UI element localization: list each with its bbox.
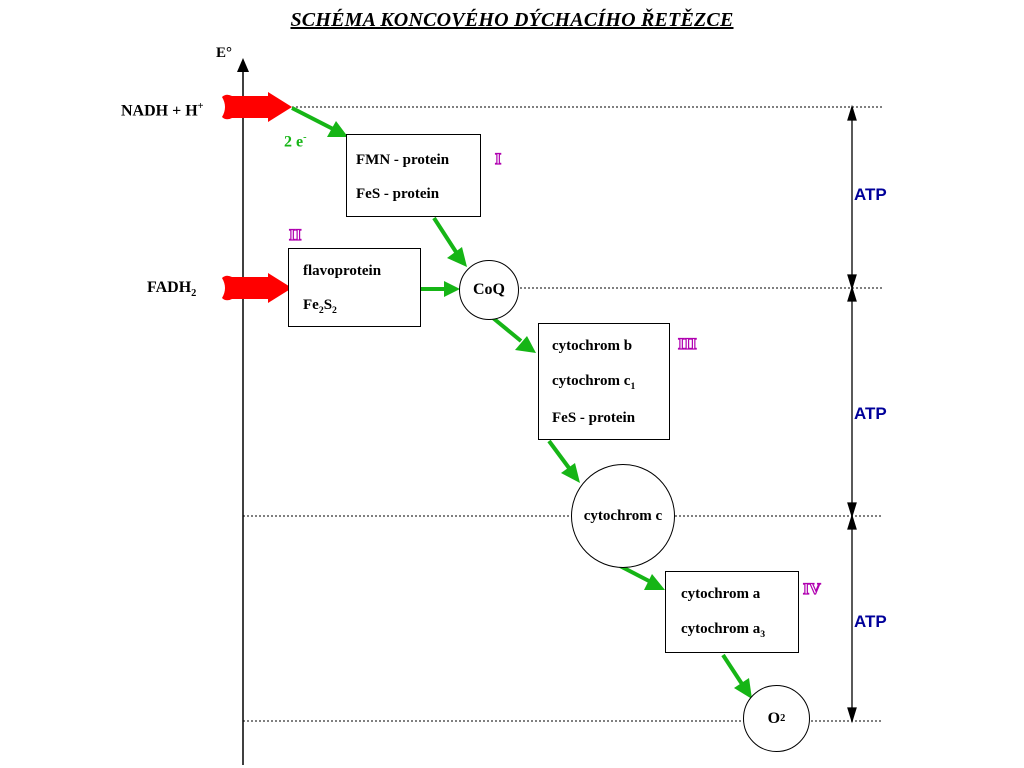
complex-ii-s-sub: 2: [332, 305, 337, 316]
diagram-title: SCHÉMA KONCOVÉHO DÝCHACÍHO ŘETĚZCE: [290, 9, 734, 31]
energy-axis-label: E°: [216, 45, 233, 61]
complex-ii-s: S: [323, 297, 333, 313]
nadh-superscript: +: [197, 101, 204, 112]
fadh-subscript: 2: [191, 288, 197, 300]
complex-iii-line2: cytochrom c1: [552, 374, 635, 392]
complex-iii-line3: FeS - protein: [552, 410, 636, 426]
arrow-complex-iii-to-cytc: [547, 439, 580, 483]
complex-iv-line1: cytochrom a: [681, 586, 761, 602]
complex-iii-numeral: III: [677, 336, 697, 353]
complex-iv-a3-sub: 3: [760, 629, 766, 640]
arrow-complex-i-to-coq: [432, 216, 467, 267]
complex-ii-numeral: II: [288, 227, 302, 244]
fadh-label: FADH2: [147, 280, 196, 300]
complex-ii-line1: flavoprotein: [303, 263, 382, 279]
complex-ii-line2: Fe2S2: [303, 298, 337, 316]
fadh-input-arrow: [222, 273, 292, 303]
arrow-complex-iv-to-o2: [721, 653, 752, 699]
complex-iii-line1: cytochrom b: [552, 338, 633, 354]
complex-ii-fe-sub: 2: [318, 305, 324, 316]
complex-i-line1: FMN - protein: [356, 152, 450, 168]
complex-iii-c1-sub: 1: [630, 381, 636, 392]
electron-flow-arrows: [291, 106, 752, 699]
nadh-input-arrow: [222, 92, 292, 122]
electrons-label: 2 e-: [284, 132, 307, 151]
atp-label-3: ATP: [854, 612, 887, 631]
complex-ii-box: flavoprotein Fe2S2: [288, 248, 421, 327]
atp-span-arrows: [847, 104, 857, 724]
arrow-cytc-to-complex-iv: [619, 564, 665, 590]
complex-iv-a3-text: cytochrom a: [681, 621, 761, 637]
energy-axis: [237, 58, 249, 765]
cytochrome-c-circle: cytochrom c: [571, 464, 675, 568]
nadh-label: NADH + H+: [121, 101, 204, 120]
arrow-nadh-to-complex-i: [291, 106, 348, 137]
atp-label-1: ATP: [854, 185, 887, 204]
complex-i-line2: FeS - protein: [356, 186, 440, 202]
coq-circle: CoQ: [459, 260, 519, 320]
oxygen-text: O: [767, 709, 781, 727]
complex-iii-c1-text: cytochrom c: [552, 373, 631, 389]
complex-iv-box: cytochrom a cytochrom a3: [665, 571, 799, 653]
oxygen-subscript: 2: [780, 713, 786, 724]
arrow-coq-to-complex-iii: [491, 316, 536, 353]
complex-iii-box: cytochrom b cytochrom c1 FeS - protein: [538, 323, 670, 440]
complex-i-numeral: I: [494, 151, 502, 168]
fadh-text: FADH: [147, 279, 192, 296]
arrow-complex-ii-to-coq: [420, 281, 460, 297]
atp-label-2: ATP: [854, 404, 887, 423]
complex-iv-line2: cytochrom a3: [681, 622, 765, 640]
complex-i-box: FMN - protein FeS - protein: [346, 134, 481, 217]
nadh-text: NADH + H: [121, 102, 198, 120]
complex-ii-fe: Fe: [303, 297, 319, 313]
complex-iv-numeral: IV: [802, 581, 821, 598]
electrons-text: 2 e: [284, 133, 304, 151]
electrons-superscript: -: [303, 132, 307, 143]
